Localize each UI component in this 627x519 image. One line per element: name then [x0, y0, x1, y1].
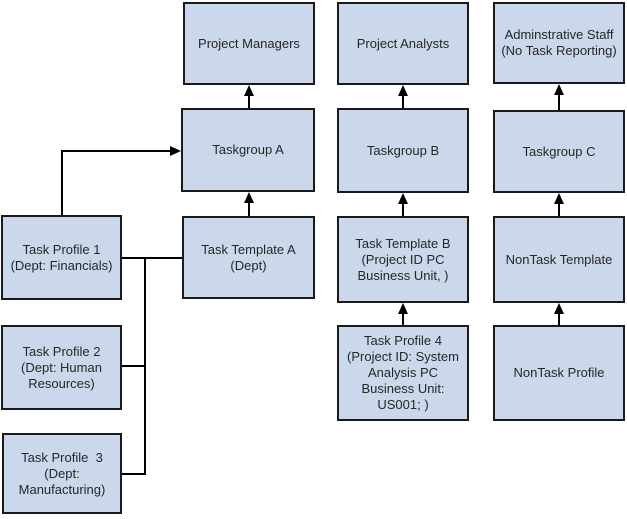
node-task-profile-4-label: Task Profile 4 (Project ID: System Analy… — [347, 333, 459, 412]
node-task-profile-4: Task Profile 4 (Project ID: System Analy… — [337, 325, 469, 421]
node-administrative-staff-label: Adminstrative Staff (No Task Reporting) — [501, 27, 617, 58]
node-nontask-template-label: NonTask Template — [505, 251, 613, 267]
node-administrative-staff: Adminstrative Staff (No Task Reporting) — [493, 2, 625, 84]
arrowhead-taskgroup-c — [554, 193, 564, 204]
arrowhead-nontask-template — [554, 303, 564, 314]
node-project-analysts-label: Project Analysts — [356, 35, 450, 51]
arrowhead-template-b — [398, 303, 408, 314]
arrowhead-taskgroup-b — [398, 193, 408, 204]
node-nontask-profile: NonTask Profile — [493, 325, 625, 421]
node-taskgroup-c-label: Taskgroup C — [522, 143, 596, 159]
node-nontask-template: NonTask Template — [493, 216, 625, 303]
node-task-profile-1: Task Profile 1 (Dept: Financials) — [1, 215, 122, 300]
node-project-managers-label: Project Managers — [198, 35, 300, 51]
node-taskgroup-b: Taskgroup B — [337, 108, 469, 193]
node-taskgroup-b-label: Taskgroup B — [366, 142, 440, 158]
node-taskgroup-c: Taskgroup C — [493, 110, 625, 193]
node-task-profile-2: Task Profile 2 (Dept: Human Resources) — [1, 325, 122, 410]
node-task-template-b-label: Task Template B (Project ID PC Business … — [355, 235, 451, 283]
node-task-profile-3-label: Task Profile 3 (Dept: Manufacturing) — [18, 449, 106, 497]
node-task-profile-1-label: Task Profile 1 (Dept: Financials) — [10, 241, 113, 273]
node-project-analysts: Project Analysts — [337, 2, 469, 85]
node-task-template-b: Task Template B (Project ID PC Business … — [337, 216, 469, 303]
node-project-managers: Project Managers — [183, 2, 315, 85]
node-taskgroup-a-label: Taskgroup A — [212, 142, 284, 157]
node-taskgroup-a: Taskgroup A — [181, 108, 315, 192]
arrowhead-analysts — [398, 85, 408, 96]
node-task-template-a: Task Template A (Dept) — [182, 216, 315, 299]
arrowhead-into-taskgroup-a — [170, 146, 181, 156]
arrowhead-taskgroup-a — [244, 192, 254, 203]
arrowhead-admin-staff — [554, 84, 564, 95]
node-task-profile-3: Task Profile 3 (Dept: Manufacturing) — [2, 433, 122, 514]
node-task-template-a-label: Task Template A (Dept) — [201, 241, 296, 273]
arrowhead-managers — [244, 85, 254, 96]
edge-profile1-to-taskgroup-a — [61, 150, 171, 216]
node-nontask-profile-label: NonTask Profile — [513, 365, 605, 380]
node-task-profile-2-label: Task Profile 2 (Dept: Human Resources) — [21, 343, 102, 391]
